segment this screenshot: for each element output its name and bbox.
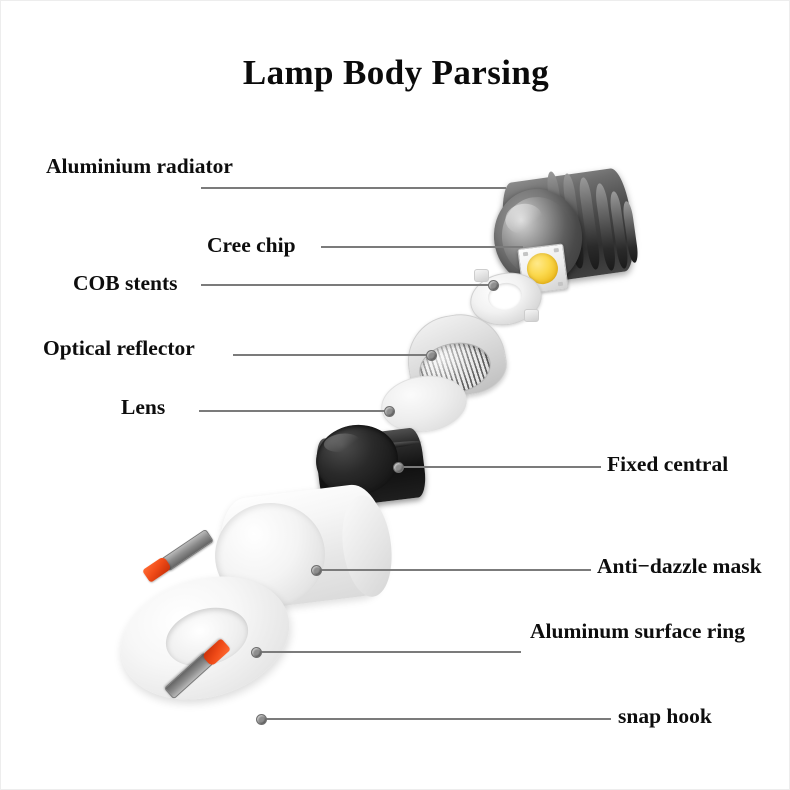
leader-dot-optical-reflector xyxy=(426,350,437,361)
page-title: Lamp Body Parsing xyxy=(242,53,550,92)
callout-label-aluminum-surface-ring: Aluminum surface ring xyxy=(530,619,745,643)
chip-solder-pad xyxy=(553,247,560,253)
leader-dot-snap-hook xyxy=(256,714,267,725)
leader-line-snap-hook xyxy=(263,718,611,720)
leader-line-cob-stents xyxy=(201,284,493,286)
leader-line-lens xyxy=(199,410,389,412)
callout-label-cree-chip: Cree chip xyxy=(207,233,296,257)
leader-line-aluminium-radiator xyxy=(201,187,506,189)
leader-line-optical-reflector xyxy=(233,354,431,356)
callout-label-fixed-central: Fixed central xyxy=(607,452,729,476)
leader-dot-fixed-central xyxy=(393,462,404,473)
callout-label-lens: Lens xyxy=(121,395,166,419)
callout-label-cob-stents: COB stents xyxy=(73,271,178,295)
chip-solder-pad xyxy=(522,251,529,257)
part-aluminum-surface-ring xyxy=(106,557,304,719)
leader-line-aluminum-surface-ring xyxy=(257,651,521,653)
leader-line-anti-dazzle-mask xyxy=(317,569,591,571)
leader-dot-lens xyxy=(384,406,395,417)
callout-label-aluminium-radiator: Aluminium radiator xyxy=(46,154,233,178)
chip-solder-pad xyxy=(557,281,564,287)
callout-label-snap-hook: snap hook xyxy=(618,704,712,728)
callout-label-optical-reflector: Optical reflector xyxy=(43,336,195,360)
callout-label-anti-dazzle-mask: Anti−dazzle mask xyxy=(597,554,762,578)
leader-dot-cob-stents xyxy=(488,280,499,291)
part-cob-stents xyxy=(466,267,546,331)
leader-line-cree-chip xyxy=(321,246,523,248)
leader-dot-aluminum-surface-ring xyxy=(251,647,262,658)
cob-stent-tab xyxy=(474,269,489,282)
cob-stent-tab xyxy=(524,309,539,322)
leader-line-fixed-central xyxy=(397,466,601,468)
leader-dot-anti-dazzle-mask xyxy=(311,565,322,576)
